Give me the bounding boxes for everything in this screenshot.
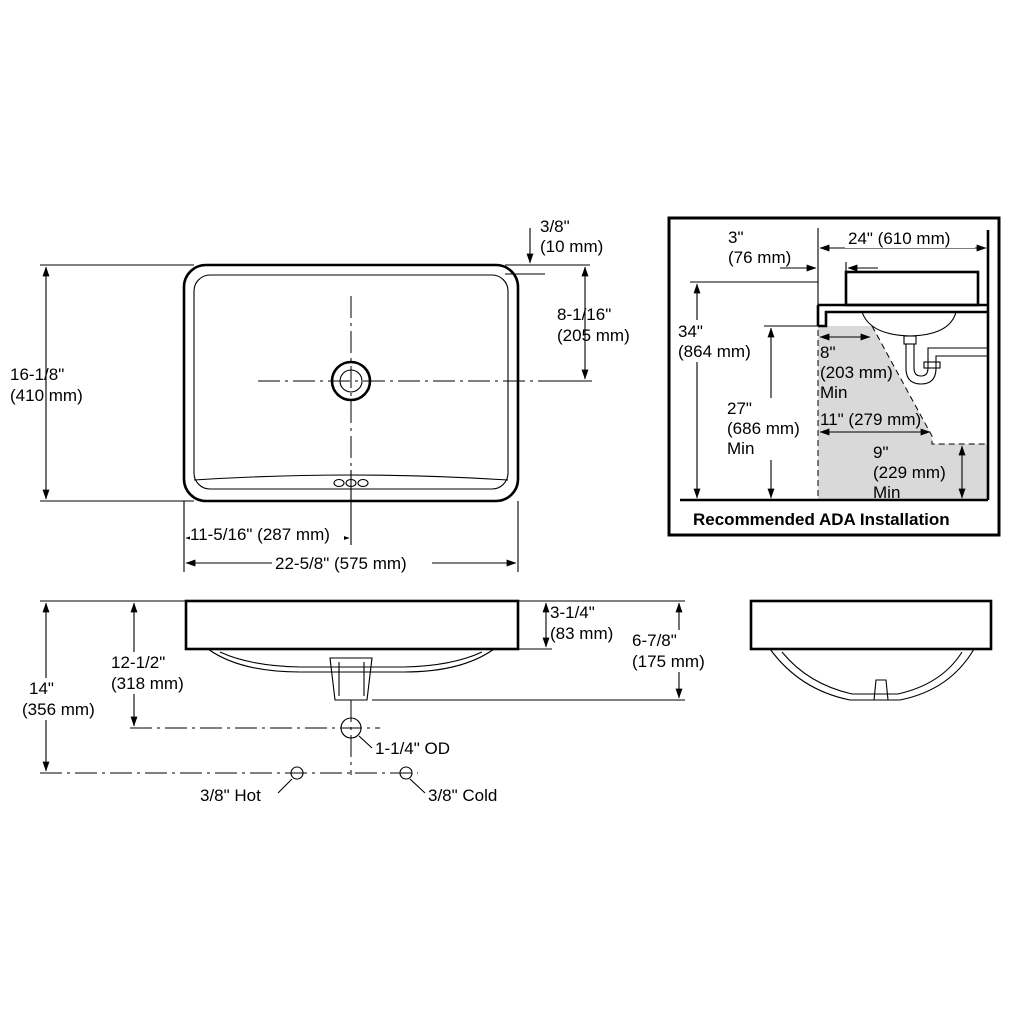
knee-clearance-area [818, 326, 988, 500]
dim-9-label-min: Min [873, 483, 900, 502]
hot-supply-circle [290, 766, 304, 780]
dim-34-label-mm: (864 mm) [678, 342, 751, 361]
side-view [749, 599, 993, 701]
dim-3-label-mm: (76 mm) [728, 248, 791, 267]
dim-34-label: 34" [678, 322, 703, 341]
dim-height-label-mm: (410 mm) [10, 386, 83, 405]
dim-9-label: 9" [873, 443, 889, 462]
dim-width-label: 22-5/8" (575 mm) [275, 554, 407, 573]
dim-drain-height-label: 12-1/2" [111, 653, 165, 672]
cold-supply-label: 3/8" Cold [428, 786, 497, 805]
drain-outer [330, 360, 372, 402]
dim-8-label: 8" [820, 343, 836, 362]
dim-rim-label-mm: (10 mm) [540, 237, 603, 256]
dim-27-label-mm: (686 mm) [727, 419, 800, 438]
side-bowl [769, 648, 975, 701]
side-drain [873, 679, 889, 701]
dim-8-label-mm: (203 mm) [820, 363, 893, 382]
dim-height-label: 16-1/8" [10, 365, 64, 384]
dim-9-label-mm: (229 mm) [873, 463, 946, 482]
dim-supply-height-label: 14" [29, 679, 54, 698]
dim-rim-label: 3/8" [540, 217, 570, 236]
dim-drain-height-label-mm: (318 mm) [111, 674, 184, 693]
front-bowl [207, 648, 495, 673]
hot-supply-label: 3/8" Hot [200, 786, 261, 805]
drain-body [329, 657, 373, 701]
p-trap [903, 335, 988, 385]
dim-27-label: 27" [727, 399, 752, 418]
dim-total-height-label: 6-7/8" [632, 631, 677, 650]
dim-drain-offset-label: 11-5/16" (287 mm) [190, 525, 330, 544]
dim-3-label: 3" [728, 228, 744, 247]
side-rim [749, 599, 993, 651]
ada-sink-rim [844, 270, 980, 307]
drain-od-label: 1-1/4" OD [375, 739, 450, 758]
dim-drain-depth-label: 8-1/16" [557, 305, 611, 324]
dim-bowl-depth-label-mm: (83 mm) [550, 624, 613, 643]
ada-caption: Recommended ADA Installation [693, 510, 950, 529]
front-view: 1-1/4" OD 3/8" Hot 3/8" Cold 14" (356 mm… [18, 599, 720, 805]
dim-24-label: 24" (610 mm) [848, 229, 950, 248]
dim-drain-depth-label-mm: (205 mm) [557, 326, 630, 345]
dim-11-label: 11" (279 mm) [820, 410, 921, 429]
dim-supply-height-label-mm: (356 mm) [22, 700, 95, 719]
drain-outlet-circle [340, 717, 362, 739]
ada-inset: 24" (610 mm) 3" (76 mm) 34" (864 mm) 27"… [667, 216, 1001, 537]
cold-supply-circle [399, 766, 413, 780]
drain-inner [339, 369, 363, 393]
dim-total-height-label-mm: (175 mm) [632, 652, 705, 671]
front-rim [184, 599, 520, 651]
dim-8-label-min: Min [820, 383, 847, 402]
dim-27-label-min: Min [727, 439, 754, 458]
top-view: 16-1/8" (410 mm) 3/8" (10 mm) 8-1/16" (2… [10, 217, 630, 575]
dim-bowl-depth-label: 3-1/4" [550, 603, 595, 622]
